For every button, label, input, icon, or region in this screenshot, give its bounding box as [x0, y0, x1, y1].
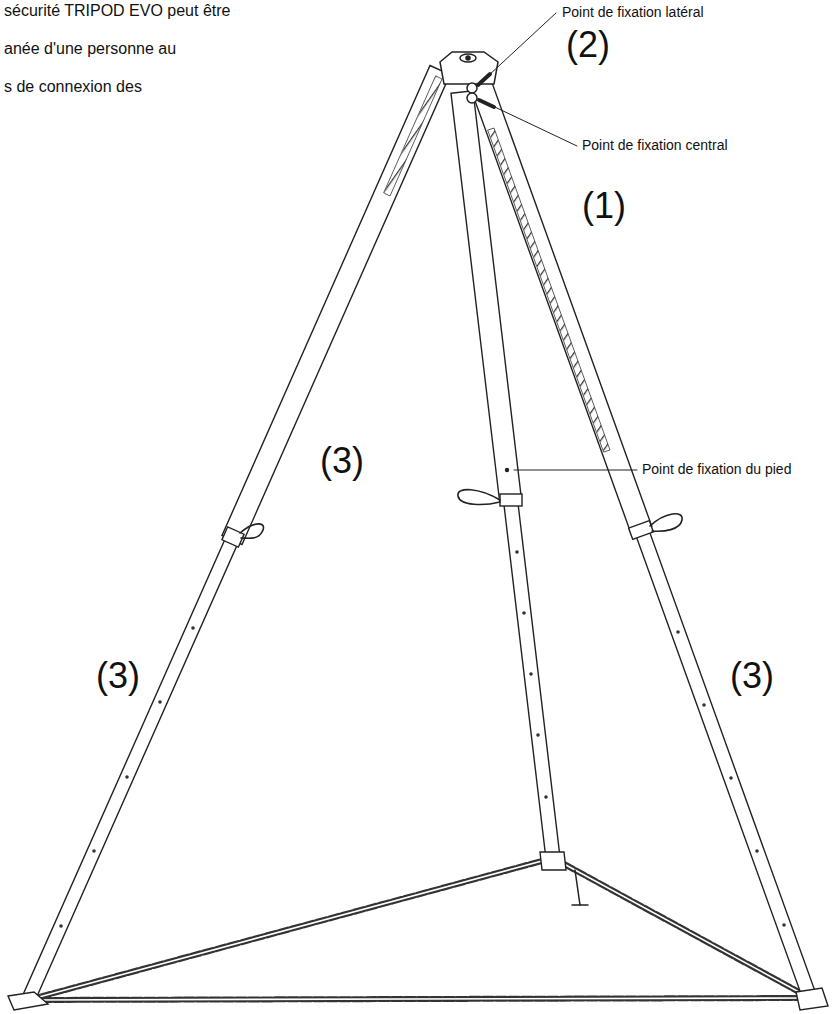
note-text: sécurité TRIPOD EVO peut être	[4, 2, 230, 20]
callout-number: (3)	[320, 440, 364, 481]
right-leg	[470, 78, 828, 1010]
callout-label: Point de fixation central	[582, 137, 728, 153]
callout-number: (2)	[566, 24, 610, 65]
callout-number: (3)	[96, 655, 140, 696]
note-text: s de connexion des	[4, 78, 142, 96]
callout-label: Point de fixation du pied	[642, 461, 791, 477]
tripod-head	[440, 52, 498, 103]
callout-number: (1)	[582, 185, 626, 226]
callout-label: Point de fixation latéral	[562, 4, 704, 20]
leader-line	[478, 13, 637, 470]
chain	[28, 858, 810, 1000]
note-text: anée d'une personne au	[4, 40, 176, 58]
callout-number: (3)	[730, 655, 774, 696]
left-leg	[8, 66, 450, 1011]
